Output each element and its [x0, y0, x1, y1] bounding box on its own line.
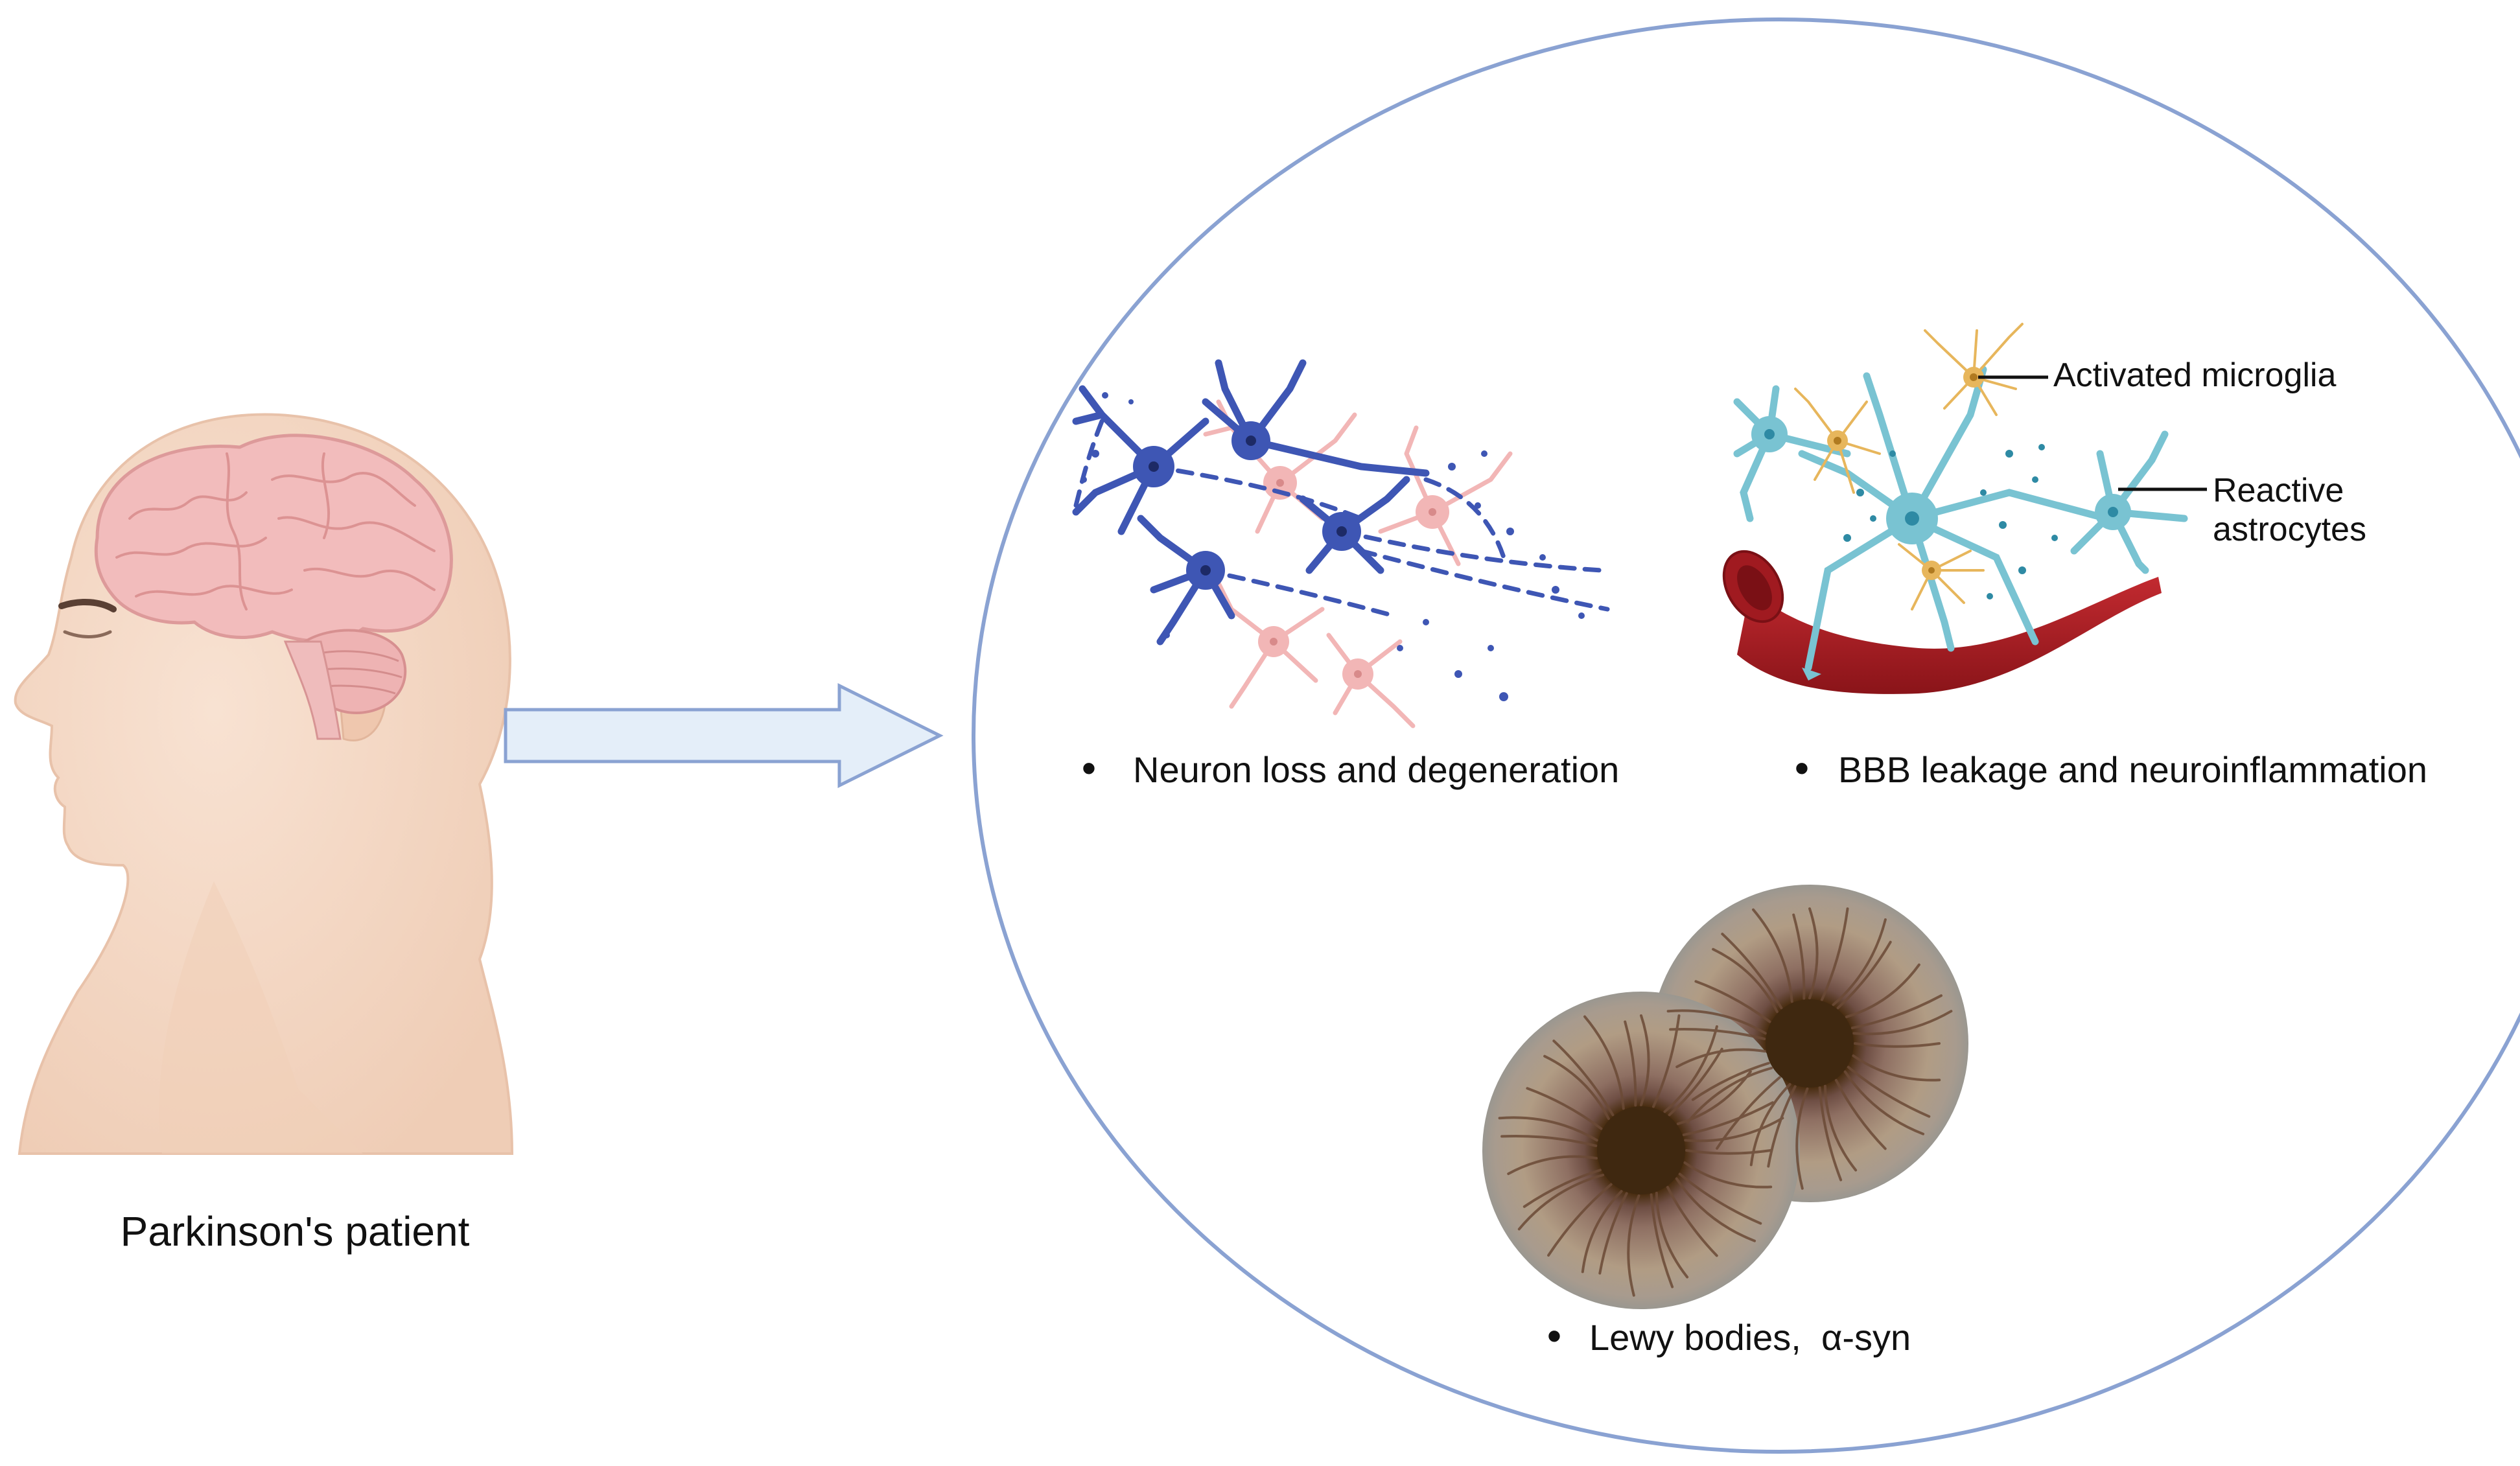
fibril-strand [1627, 1194, 1640, 1297]
brain-stem [283, 640, 342, 740]
bbb-text: BBB leakage and neuroinflammation [1838, 749, 2427, 790]
neck-shading [159, 881, 364, 1154]
lewy-bullet: • [1547, 1312, 1561, 1359]
bbb-neuroinflammation-illustration [1722, 323, 2207, 694]
astrocyte-label-line2: astrocytes [2213, 511, 2366, 548]
fibril-strand [1517, 1174, 1605, 1231]
patient-label: Parkinson's patient [121, 1208, 470, 1255]
fibril-strand [1721, 933, 1783, 1010]
fibril-strand [1678, 1172, 1762, 1225]
fibril-strand [1823, 1084, 1858, 1172]
fibril-strand [1836, 940, 1892, 1010]
fibril-strand [1498, 1116, 1598, 1142]
fibril-strand [1792, 913, 1806, 1000]
lewy-finding-label: • Lewy bodies, α-syn [1547, 1312, 1911, 1359]
fibril-strand [1652, 1014, 1681, 1108]
fibril-strand [1845, 963, 1920, 1019]
fibril-strand [1682, 1101, 1774, 1137]
fibril-strand [1749, 1083, 1791, 1167]
fibril-strand [1663, 1025, 1718, 1113]
fibril-strand [1821, 907, 1849, 1001]
fibril-strand [1669, 1027, 1766, 1040]
fibril-strand [1686, 1067, 1773, 1124]
fibril-strand [1666, 1009, 1767, 1035]
fibril-strand [1832, 918, 1887, 1006]
microglia-label: Activated microglia [2053, 356, 2336, 394]
brain-cerebrum [94, 434, 453, 643]
fibril-strand [1767, 1085, 1797, 1168]
fibril-strand [1676, 1070, 1752, 1126]
alpha-syn-fibrils [1498, 907, 1953, 1297]
fibril-strand [1500, 1134, 1598, 1147]
fibril-strand [1507, 1155, 1598, 1176]
lewy-core-back [1766, 999, 1854, 1088]
fibril-strand [1712, 948, 1779, 1014]
fibril-strand [1685, 1149, 1772, 1155]
fibril-strand [1675, 1177, 1756, 1242]
fibril-strand [1655, 1191, 1689, 1279]
fibril-strand [1691, 1062, 1770, 1101]
fibril-strand [1694, 980, 1771, 1023]
fibril-strand [1808, 907, 1819, 999]
fibril-strand [1666, 1185, 1718, 1257]
fibril-strand [1598, 1192, 1628, 1275]
fibril-strand [1547, 1183, 1613, 1257]
fibril-strand [1752, 908, 1793, 1003]
fibril-strand [1847, 1065, 1931, 1118]
bbb-bullet: • [1795, 745, 1809, 791]
fibril-strand [1543, 1054, 1610, 1121]
zoom-circle [972, 17, 2520, 1454]
fibril-strand [1581, 1190, 1623, 1274]
fibril-strand [1522, 1169, 1602, 1208]
lewy-text: Lewy bodies, α-syn [1589, 1317, 1911, 1358]
fibril-strand [1583, 1015, 1625, 1110]
fibril-strand [1795, 1087, 1809, 1190]
eyebrow [58, 598, 117, 612]
fibril-strand [1850, 994, 1942, 1030]
fibril-strand [1854, 1042, 1941, 1048]
fibril-strand [1818, 1086, 1843, 1181]
neuron-bullet: • [1082, 745, 1096, 791]
brain-folds [115, 452, 436, 611]
fibril-strand [1640, 1014, 1650, 1106]
fibril-strand [1852, 1010, 1953, 1036]
fibril-strand [1650, 1193, 1674, 1288]
fibril-strand [1683, 1161, 1773, 1189]
neuron-finding-label: • Neuron loss and degeneration [1082, 745, 1620, 791]
fibril-strand [1668, 1047, 1723, 1117]
degenerating-neurons [1072, 359, 1610, 728]
fibril-strand [1624, 1020, 1637, 1107]
blood-vessel [1737, 577, 2162, 694]
closed-eye [63, 630, 112, 638]
fibril-strand [1684, 1117, 1784, 1143]
fibril-strand [1834, 1078, 1887, 1150]
lewy-bodies-illustration [1482, 885, 1968, 1309]
fibril-strand [1852, 1054, 1941, 1082]
fibril-strand [1843, 1070, 1925, 1135]
bbb-finding-label: • BBB leakage and neuroinflammation [1795, 745, 2427, 791]
lewy-core-front [1597, 1106, 1685, 1194]
neuron-text: Neuron loss and degeneration [1133, 749, 1619, 790]
arrow-right [504, 682, 944, 789]
fibril-strand [1552, 1040, 1615, 1117]
fibril-strand [1526, 1087, 1603, 1130]
patient-head-illustration [14, 413, 514, 1155]
astrocyte-label-line1: Reactive [2213, 472, 2344, 509]
